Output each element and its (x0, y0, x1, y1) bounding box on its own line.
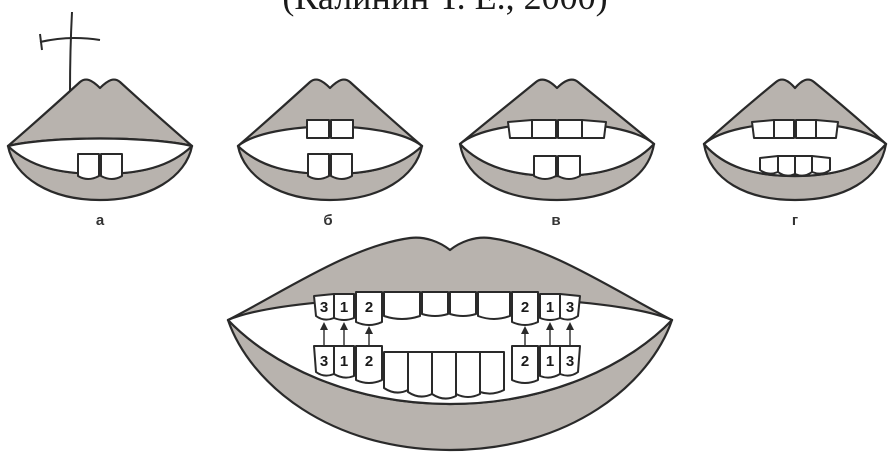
upper-lip (8, 80, 192, 146)
tooth-number: 2 (365, 299, 373, 316)
mouth-panel-b (230, 72, 430, 212)
tooth-number: 1 (546, 299, 554, 316)
tooth (78, 154, 99, 179)
tooth-number: 2 (365, 353, 373, 370)
panel-label-v: в (536, 212, 576, 229)
panel-label-g: г (775, 212, 815, 229)
tooth-number: 1 (340, 299, 348, 316)
tooth-number: 2 (521, 299, 529, 316)
tooth (101, 154, 122, 179)
tooth (308, 154, 329, 179)
mouth-panel-g (700, 72, 890, 212)
panel-label-b: б (308, 212, 348, 229)
panel-label-a: а (80, 212, 120, 229)
tooth-number: 2 (521, 353, 529, 370)
tooth (331, 154, 352, 179)
tooth-number: 3 (320, 353, 328, 370)
large-mouth: 3 1 2 2 1 3 3 1 2 2 1 3 (220, 234, 680, 454)
tooth (307, 120, 329, 138)
mouth-panel-a (0, 72, 200, 212)
tooth-number: 3 (320, 299, 328, 316)
mouth-panel-v (452, 72, 662, 212)
tooth-number: 1 (546, 353, 554, 370)
tooth-number: 1 (340, 353, 348, 370)
citation-header: (Калинин Т. Е., 2000) (0, 0, 890, 18)
tooth-number: 3 (566, 299, 574, 316)
tooth (331, 120, 353, 138)
tooth-number: 3 (566, 353, 574, 370)
